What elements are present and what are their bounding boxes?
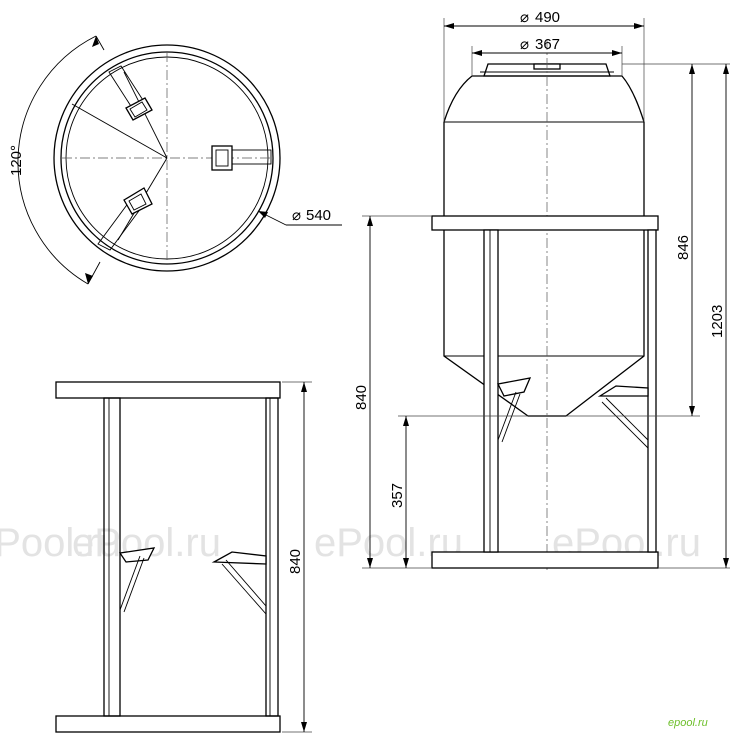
front-left-post [103,397,121,717]
diam540-symbol: ⌀ [292,207,301,224]
stand-bottom-ring [431,551,659,569]
dim367-symbol: ⌀ [520,36,529,53]
dim490-arrow-right [634,23,644,29]
side-view: ⌀ 490 ⌀ 367 846 1203 840 35 [353,9,730,570]
stand-right-post [647,229,657,553]
side-bracket-left [497,377,532,443]
dim846-arrow-top [689,64,695,74]
stand-left-post [483,229,499,553]
plan-outer-ring [53,44,281,272]
front-bottom-ring [55,715,281,733]
front-top-ring [55,381,281,399]
plan-view: 120° ⌀ 540 [8,35,342,285]
side-bracket-right [597,385,649,449]
angle-arrow-top [92,36,99,47]
front-bracket-left [118,547,156,613]
plan-leg-right [211,145,272,171]
dim1203-label: 1203 [709,305,726,338]
dim357-label: 357 [389,483,406,508]
front-right-post [265,397,279,717]
dim840-arrow-top [367,216,373,226]
dim490-symbol: ⌀ [520,9,529,26]
front-view: 840 [55,381,312,733]
front-height-label: 840 [287,549,304,574]
dim846-label: 846 [675,235,692,260]
diam540-arrow [258,211,268,218]
dim367-arrow-left [472,50,482,56]
front-bracket-right [211,551,267,615]
front-dim-arrow-bottom [301,722,307,732]
plan-leader-1 [71,103,168,159]
angle-arc [17,35,97,285]
dim357-arrow-bottom [403,558,409,568]
dim840-label: 840 [353,385,370,410]
watermark-1: ePool.ru [0,521,121,565]
plan-leg-upper [108,65,153,121]
logo-text: epool.ru [668,717,708,729]
plan-leader-2 [123,71,168,159]
angle-arrow-bottom [85,273,93,284]
dim367-label: 367 [535,36,560,53]
tank-body [443,75,645,417]
dim357-arrow-top [403,416,409,426]
dim1203-arrow-top [723,64,729,74]
dim1203-arrow-bottom [723,558,729,568]
plan-leg-lower [97,187,153,251]
dim846-arrow-bottom [689,406,695,416]
angle-ext-1 [95,35,105,51]
dim490-label: 490 [535,9,560,26]
dim840-arrow-bottom [367,558,373,568]
dim367-arrow-right [612,50,622,56]
front-dim-arrow-top [301,382,307,392]
stand-top-ring [431,215,659,231]
dim490-arrow-left [444,23,454,29]
angle-label: 120° [8,145,25,176]
diam540-label: 540 [306,207,331,224]
